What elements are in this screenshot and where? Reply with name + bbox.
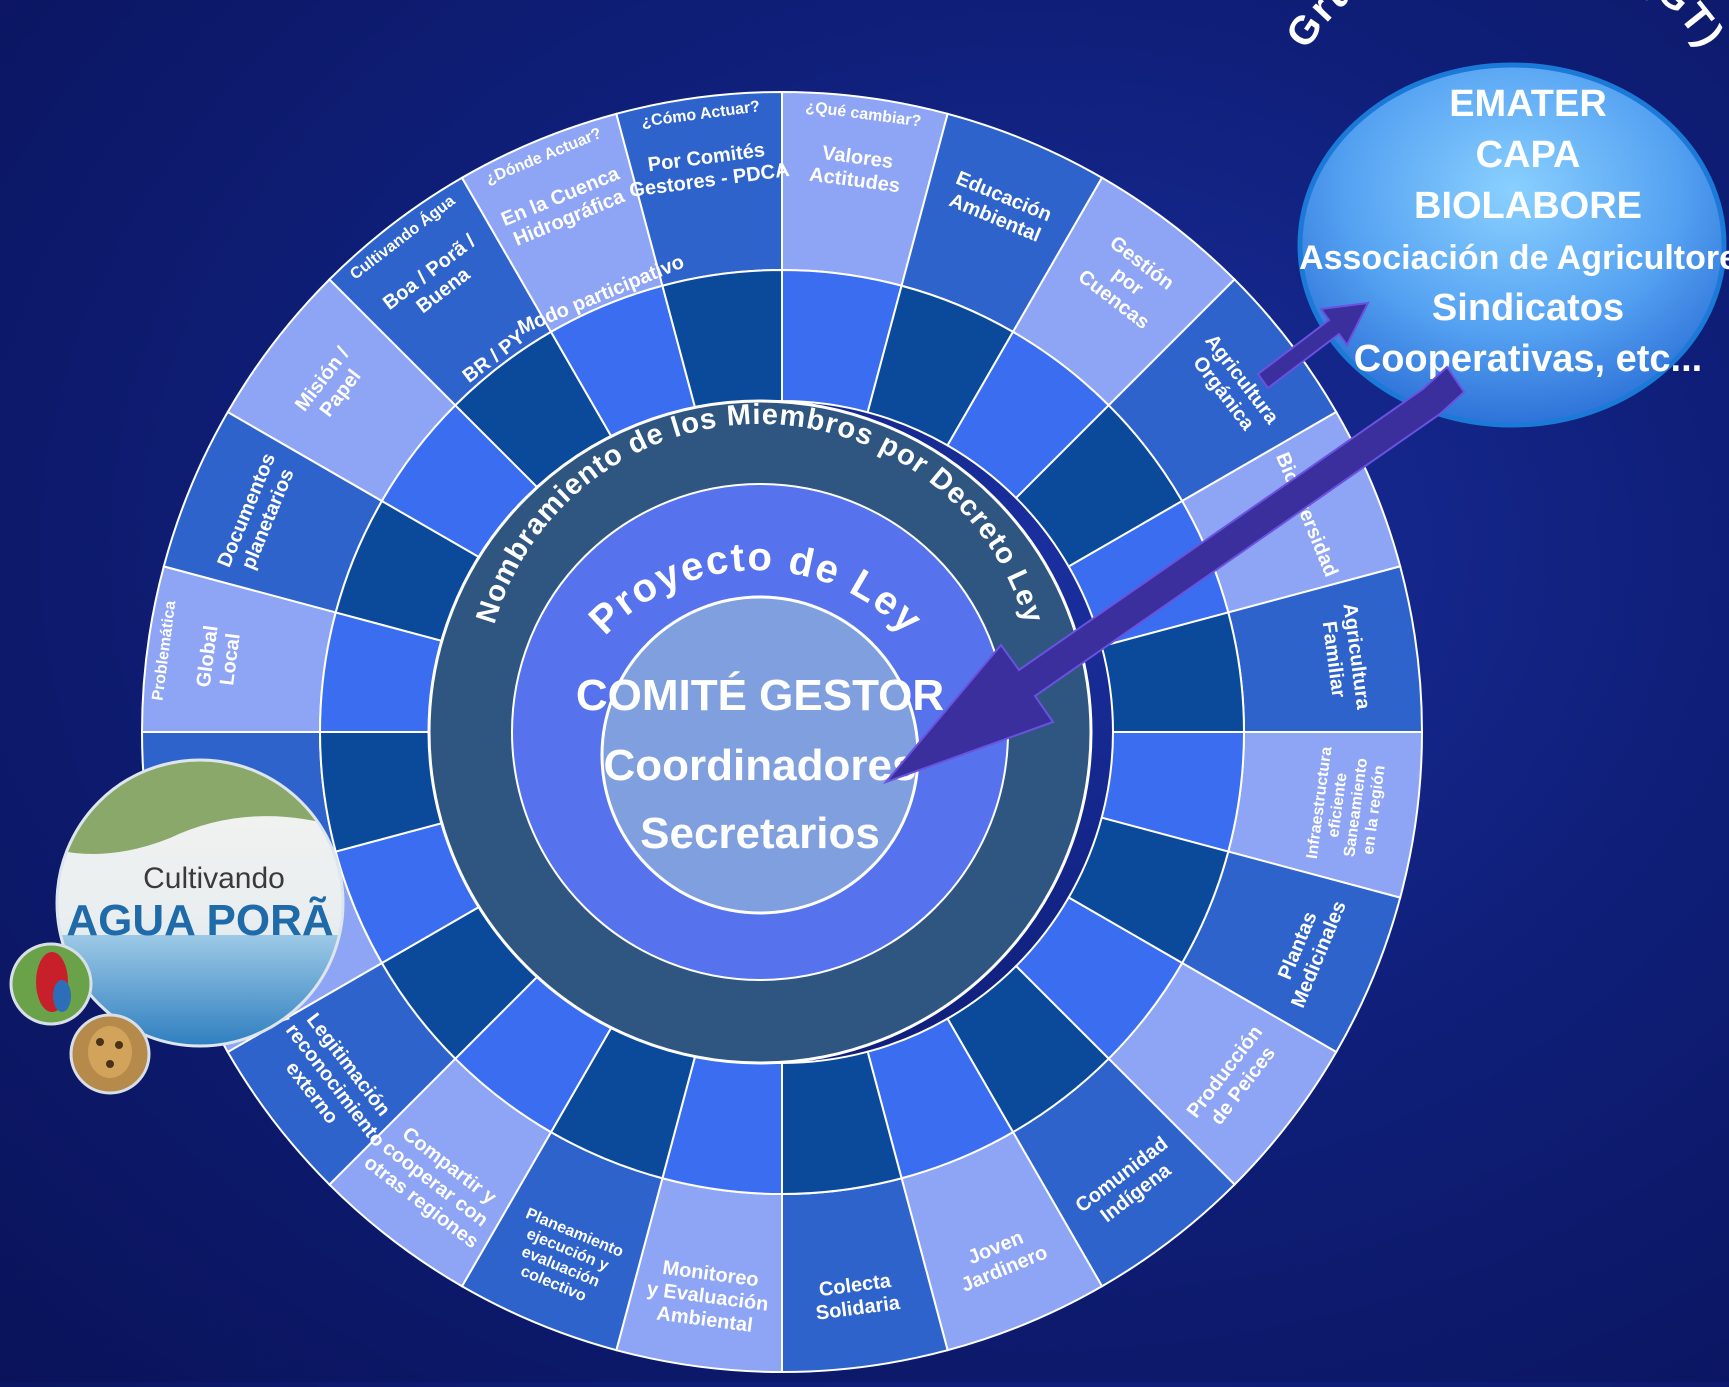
core-line-3: Secretarios: [640, 809, 880, 858]
logo-line-1: Cultivando: [143, 862, 285, 895]
gt-member-1: EMATER: [1449, 83, 1607, 125]
animal-photos: [9, 942, 151, 1095]
macaw-wing: [53, 980, 71, 1012]
core-line-2: Coordinadores: [604, 741, 917, 790]
center-rings: Nombramiento de los Miembros por Decreto…: [427, 399, 1093, 1065]
gt-member-3: BIOLABORE: [1414, 185, 1642, 227]
segment-label: GlobalLocal: [193, 624, 246, 692]
gt-member-6: Cooperativas, etc...: [1354, 338, 1702, 380]
logo-badge: Cultivando AGUA PORÃ: [55, 758, 345, 1048]
gt-member-2: CAPA: [1476, 134, 1581, 176]
jaguar-spot-1: [96, 1038, 104, 1046]
logo-line-2: AGUA PORÃ: [66, 895, 333, 945]
grupo-trabajo-bubble: Grupo de Trabajo (GT) EMATER CAPA BIOLAB…: [1278, 0, 1729, 428]
arrow-to-gt: [1256, 301, 1370, 390]
jaguar-spot-3: [106, 1060, 114, 1068]
arrow-to-center: [882, 365, 1466, 785]
jaguar-spot-2: [115, 1041, 123, 1049]
segment-label: ColectaSolidaria: [812, 1269, 902, 1325]
arrows: [882, 301, 1466, 785]
core-line-1: COMITÉ GESTOR: [576, 670, 944, 720]
gt-member-4: Associación de Agricultores: [1299, 239, 1729, 277]
jaguar-face: [88, 1026, 132, 1078]
gt-ellipse: [1297, 62, 1727, 428]
logo-circle: [55, 758, 345, 1048]
gt-title: Grupo de Trabajo (GT): [1278, 0, 1729, 56]
gt-member-5: Sindicatos: [1432, 287, 1624, 329]
